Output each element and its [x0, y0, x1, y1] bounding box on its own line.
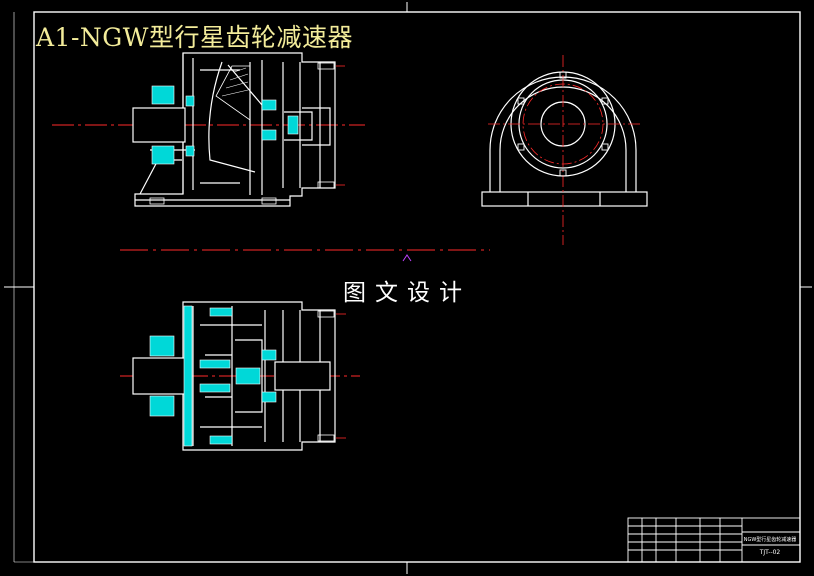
side-view: [481, 55, 648, 245]
title-block-frame: [627, 517, 801, 563]
title-block-name: NGW型行星齿轮减速器: [743, 537, 797, 543]
drawing-title: A1-NGW型行星齿轮减速器: [36, 23, 353, 52]
section-cut-line: [120, 249, 490, 262]
plan-section-view: [120, 301, 360, 451]
title-block-code: TJT--02: [759, 549, 781, 556]
watermark-text: 图文设计: [343, 280, 471, 306]
sheet-frame: [4, 2, 812, 574]
front-section-view: [52, 52, 365, 207]
